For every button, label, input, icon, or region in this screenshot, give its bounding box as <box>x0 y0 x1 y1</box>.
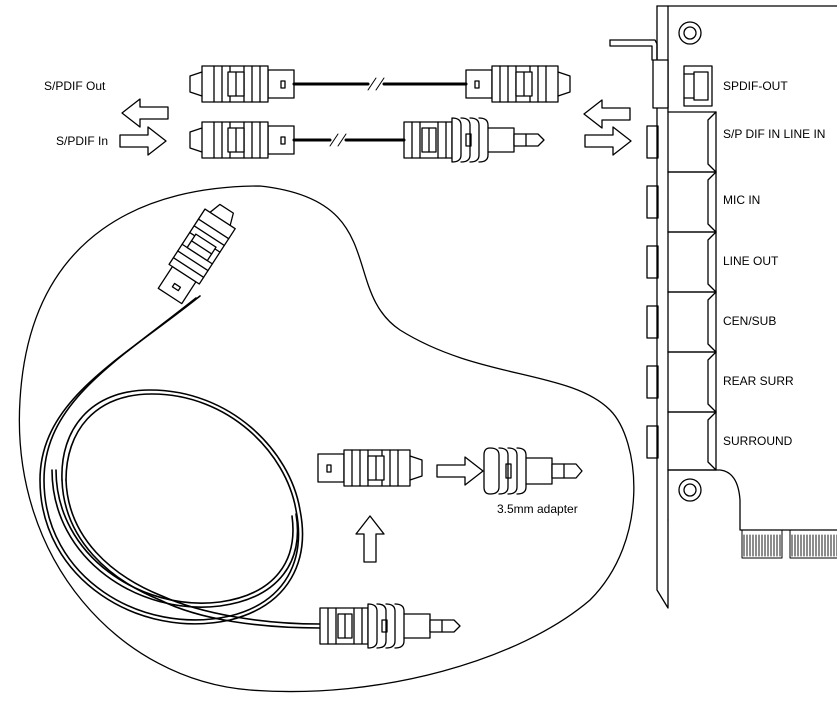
port-label-mic-in: MIC IN <box>723 193 761 207</box>
port-label-spdif-out: SPDIF-OUT <box>723 79 788 93</box>
arrow-right-card <box>584 126 632 156</box>
arrow-right-adapter <box>436 456 484 486</box>
port-label-spdif-in: S/P DIF IN LINE IN <box>723 127 826 141</box>
audio-jack-stack <box>646 111 717 471</box>
top-screw-hole <box>678 21 702 45</box>
coil-adapter-plug <box>319 603 461 649</box>
arrow-left-out <box>121 98 169 128</box>
pci-bracket <box>609 5 837 609</box>
spdif-in-cable <box>190 117 545 163</box>
pci-gold-fingers <box>741 529 837 559</box>
port-label-rear-surr: REAR SURR <box>723 374 794 388</box>
port-label-surround: SURROUND <box>723 434 793 448</box>
arrow-right-in <box>119 126 167 156</box>
coiled-cable-plug <box>154 198 243 307</box>
port-label-cen-sub: CEN/SUB <box>723 314 777 328</box>
spdif-in-label: S/PDIF In <box>56 134 109 148</box>
arrow-left-card <box>583 99 631 129</box>
spdif-out-label: S/PDIF Out <box>44 79 106 93</box>
arrow-up <box>355 515 385 563</box>
adapter-label: 3.5mm adapter <box>497 502 578 516</box>
spdif-out-port <box>652 59 713 109</box>
standalone-adapter <box>483 447 583 495</box>
middle-plug <box>317 449 423 487</box>
bottom-screw-hole <box>678 478 702 502</box>
spdif-out-cable <box>190 65 571 103</box>
coiled-cable <box>39 295 321 629</box>
detail-callout-outline <box>18 185 635 693</box>
port-label-line-out: LINE OUT <box>723 254 779 268</box>
